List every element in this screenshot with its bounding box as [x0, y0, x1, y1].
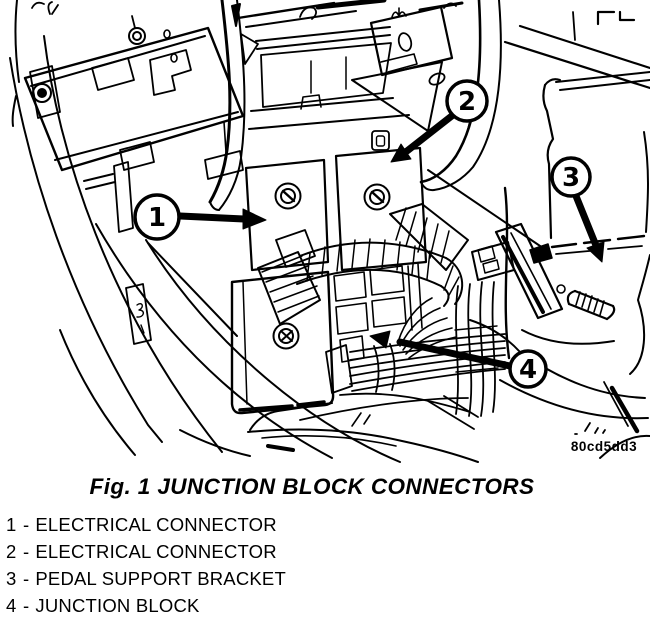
legend-label: JUNCTION BLOCK [35, 595, 200, 616]
mounting-stud [556, 284, 616, 321]
callout-4-arrow-shaft [396, 338, 514, 370]
legend-item-4: 4-JUNCTION BLOCK [6, 592, 286, 619]
callout-3-arrowhead [586, 241, 605, 263]
legend-item-1: 1-ELECTRICAL CONNECTOR [6, 511, 286, 538]
legend-label: ELECTRICAL CONNECTOR [35, 514, 277, 535]
wire-harness [299, 281, 506, 421]
callout-3-arrow-shaft [572, 192, 601, 252]
callout-3: 3 [550, 156, 605, 263]
callout-3-number: 3 [562, 163, 580, 193]
legend-number: 1 [6, 514, 17, 535]
legend-number: 2 [6, 541, 17, 562]
callout-1-circle [133, 193, 181, 241]
callout-1-number: 1 [148, 203, 166, 233]
legend-separator: - [23, 568, 30, 589]
legend-label: PEDAL SUPPORT BRACKET [35, 568, 286, 589]
callout-2-arrow-shaft [403, 111, 457, 155]
callout-4-number: 4 [519, 355, 537, 385]
legend-separator: - [23, 595, 30, 616]
pedal-support-bracket [469, 78, 650, 459]
junction-block-diagram: 1 2 3 4 80cd5dd3 [9, 0, 650, 463]
floor-console-curves [179, 395, 479, 463]
callout-4-circle [508, 349, 548, 389]
upper-center-structure [236, 0, 464, 151]
callout-4: 4 [369, 330, 548, 389]
image-code: 80cd5dd3 [571, 439, 637, 454]
callout-2-number: 2 [458, 87, 476, 117]
callout-4-arrowhead [369, 330, 391, 349]
line-art-canvas: 1 2 3 4 80cd5dd3 [9, 0, 650, 463]
junction-block [230, 263, 457, 415]
legend-item-3: 3-PEDAL SUPPORT BRACKET [6, 565, 286, 592]
dash-panel-curves [9, 0, 401, 463]
figure-legend: 1-ELECTRICAL CONNECTOR 2-ELECTRICAL CONN… [6, 511, 286, 619]
callout-1-arrowhead [242, 208, 267, 230]
legend-number: 4 [6, 595, 17, 616]
figure-caption: Fig. 1 JUNCTION BLOCK CONNECTORS [89, 474, 535, 499]
legend-label: ELECTRICAL CONNECTOR [35, 541, 277, 562]
electrical-connector-1 [244, 158, 330, 325]
callout-2-arrowhead [390, 143, 412, 163]
callout-3-circle [550, 156, 592, 198]
legend-number: 3 [6, 568, 17, 589]
callout-2: 2 [390, 79, 489, 163]
a-pillar-trim [204, 0, 259, 211]
upper-right-beams [503, 10, 650, 91]
hook-trim-curve [419, 0, 547, 360]
legend-separator: - [23, 514, 30, 535]
callout-1-arrow-shaft [176, 212, 248, 223]
legend-separator: - [23, 541, 30, 562]
callout-1: 1 [133, 193, 267, 241]
upper-left-bracket [23, 1, 245, 345]
legend-item-2: 2-ELECTRICAL CONNECTOR [6, 538, 286, 565]
callout-2-circle [445, 79, 489, 123]
